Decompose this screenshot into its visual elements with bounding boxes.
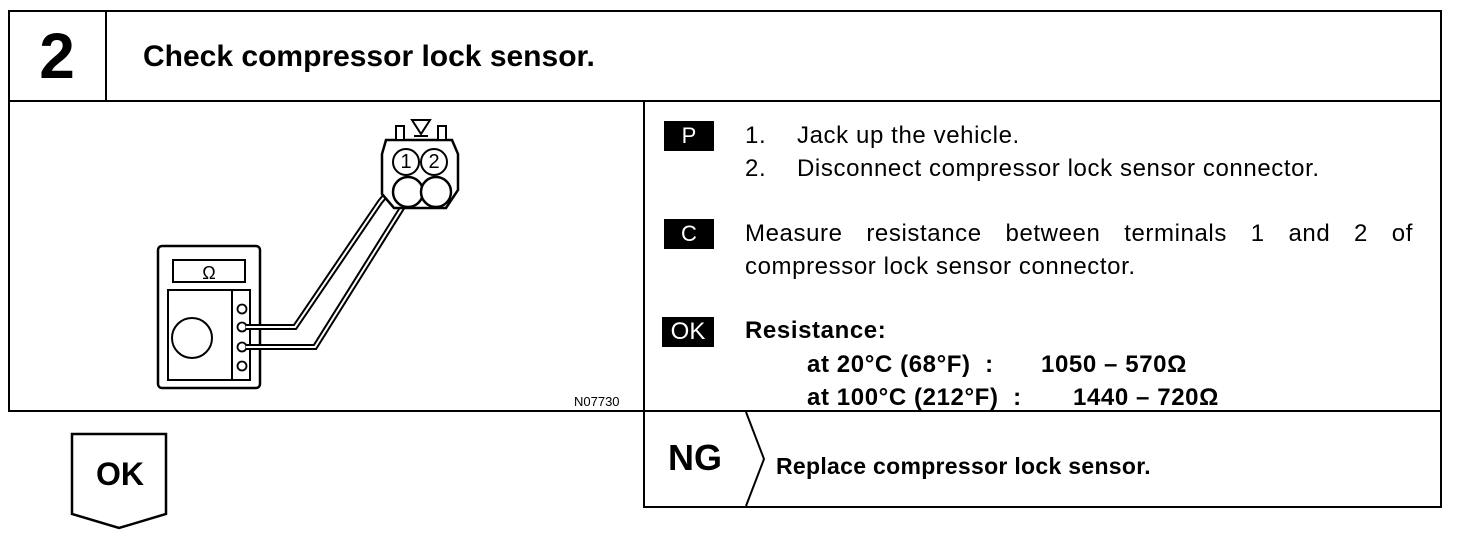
ohmmeter-display <box>172 259 246 283</box>
step-number-divider <box>105 10 107 102</box>
ok-value-100c: 1440 – 720Ω <box>1073 384 1219 411</box>
prepare-badge: P <box>664 121 714 151</box>
diagram-panel <box>8 100 643 412</box>
prepare-step-2-text: Disconnect compressor lock sensor connec… <box>797 155 1320 182</box>
resistance-measurement-diagram <box>156 119 460 390</box>
procedure-panel <box>643 100 1442 412</box>
ok-condition-20c: at 20°C (68°F) : <box>807 351 994 378</box>
ok-arrow <box>70 432 168 530</box>
ng-action: Replace compressor lock sensor. <box>776 453 1151 479</box>
step-header <box>8 10 1442 102</box>
prepare-step-2-num: 2. <box>745 155 767 182</box>
prepare-step-1-text: Jack up the vehicle. <box>797 122 1020 149</box>
ok-condition-100c: at 100°C (212°F) : <box>807 384 1022 411</box>
check-line-1: Measure resistance between terminals 1 a… <box>745 220 1413 247</box>
ok-resistance-label: Resistance: <box>745 317 887 344</box>
prepare-step-1-num: 1. <box>745 122 767 149</box>
ng-arrow-divider <box>745 411 766 507</box>
step-number: 2 <box>39 20 75 92</box>
terminal-2-label: 2 <box>428 151 440 173</box>
ok-arrow-label: OK <box>96 456 144 492</box>
ok-badge: OK <box>662 317 714 347</box>
ok-value-20c: 1050 – 570Ω <box>1041 351 1187 378</box>
step-title: Check compressor lock sensor. <box>143 40 595 73</box>
ng-label: NG <box>668 437 722 478</box>
ohmmeter-dial <box>171 317 213 359</box>
image-id: N07730 <box>574 394 620 409</box>
terminal-1-label: 1 <box>400 151 412 173</box>
check-line-2: compressor lock sensor connector. <box>745 253 1136 280</box>
ng-row <box>643 410 1442 508</box>
check-badge: C <box>664 219 714 249</box>
ohmmeter-symbol: Ω <box>202 263 216 283</box>
